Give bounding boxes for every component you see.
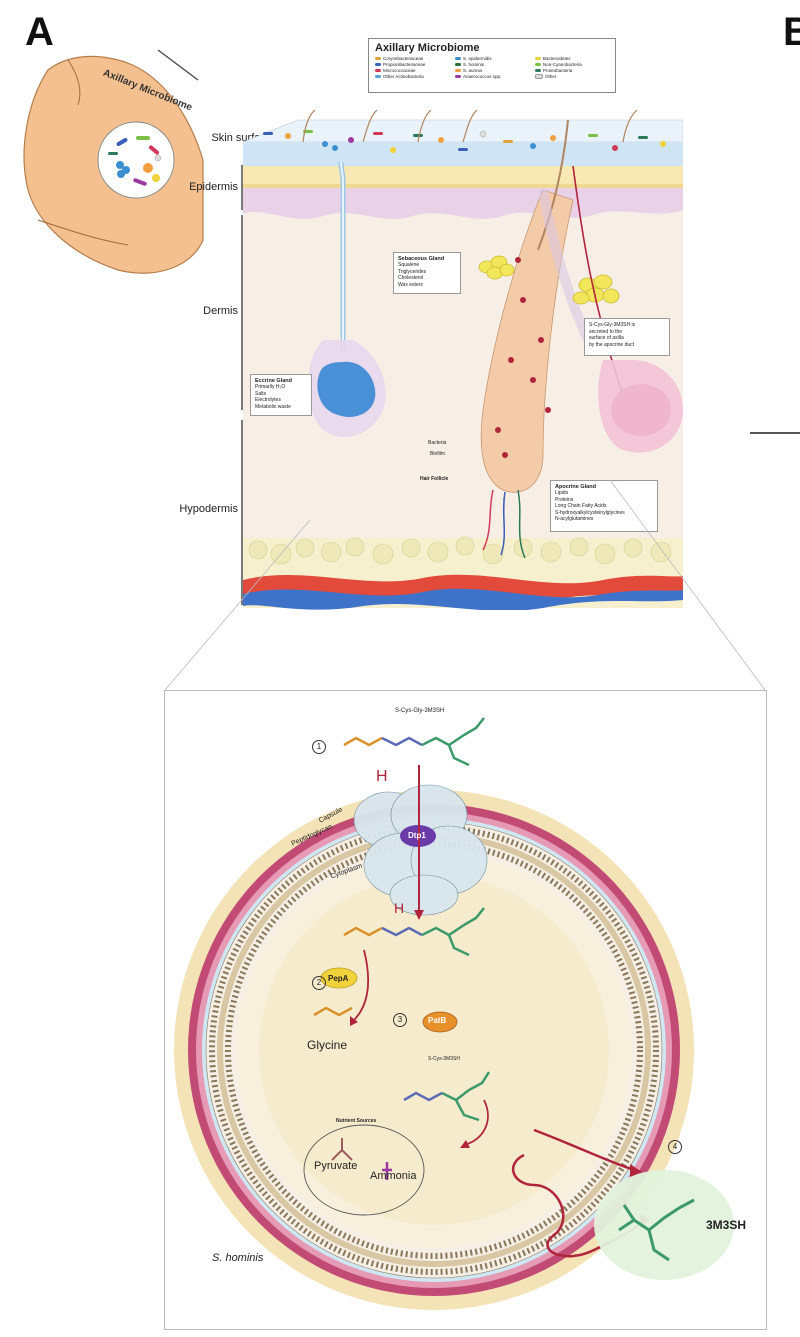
substrate-inner-label: S-Cys-3M3SH (428, 1056, 460, 1062)
skin-cross-section (243, 110, 683, 610)
transporter-label: Dtp1 (408, 831, 426, 840)
callout-title: Eccrine Gland (255, 378, 292, 384)
legend-swatch (455, 75, 461, 78)
legend-item: Anaerococcus spp. (455, 74, 529, 79)
legend-swatch (535, 69, 541, 72)
label-biofilm: Biofilm (430, 451, 446, 457)
callout-line: Electrolytes (255, 397, 281, 403)
legend-swatch (455, 69, 461, 72)
callout-line: Wax esters (398, 281, 423, 288)
legend-title: Axillary Microbiome (375, 42, 480, 54)
callout-line: Proteins (555, 496, 574, 503)
legend-swatch (455, 57, 461, 60)
cell-panel (164, 690, 767, 1330)
callout-eccrine-gland: Eccrine Gland Primarily H₂O Salts Electr… (250, 374, 312, 416)
panel-label-b: B (783, 10, 800, 54)
enzyme-patb-label: PatB (428, 1016, 447, 1025)
step-1-marker: 1 (312, 740, 326, 754)
step-4-marker: 4 (668, 1140, 682, 1154)
nutrient-sources-label: Nutrient Sources (336, 1118, 377, 1124)
legend-item: S. epidermidis (455, 56, 529, 61)
divider-stub (750, 432, 800, 434)
legend-item: Corynebacteriaceae (375, 56, 449, 61)
legend-swatch (375, 69, 381, 72)
callout-apocrine-gland: Apocrine Gland Lipids Proteins Long Chai… (550, 480, 658, 532)
legend: Axillary Microbiome Corynebacteriaceae S… (368, 38, 616, 93)
ammonia-label: Ammonia (370, 1170, 417, 1182)
label-epidermis: Epidermis (189, 181, 238, 193)
protons-outside: H (376, 768, 388, 785)
legend-item: Other Actinobacteria (375, 74, 449, 79)
legend-item: Non-Cyanobacteria (535, 62, 609, 67)
legend-item: Proteobacteria (535, 68, 609, 73)
legend-swatch (455, 63, 461, 66)
legend-item: Other (535, 74, 609, 79)
callout-title: Sebaceous Gland (398, 256, 445, 262)
callout-line: N-acylglutamines (555, 516, 594, 522)
legend-swatch (375, 75, 381, 78)
legend-swatch (375, 57, 381, 60)
label-hair-follicle: Hair Follicle (420, 476, 449, 482)
legend-item: S. hominis (455, 62, 529, 67)
label-dermis: Dermis (203, 305, 238, 317)
callout-line: surface of axilla (589, 335, 624, 341)
torso-armpit-illustration (23, 49, 204, 274)
legend-item: S. aureus (455, 68, 529, 73)
label-bacteria: Bacteria (428, 440, 447, 446)
panel-label-a: A (25, 10, 54, 54)
legend-swatch (375, 63, 381, 66)
callout-title: Apocrine Gland (555, 484, 596, 490)
pyruvate-label: Pyruvate (314, 1160, 358, 1172)
organism-label: S. hominis (212, 1252, 264, 1264)
callout-line: Long Chain Fatty Acids (555, 503, 607, 509)
callout-line: secreted to the (589, 328, 623, 335)
step-3-marker: 3 (393, 1013, 407, 1027)
legend-swatch (535, 57, 541, 60)
step-2-marker: 2 (312, 976, 326, 990)
callout-line: Triglycerides (398, 268, 427, 275)
callout-sebaceous-gland: Sebaceous Gland Squalene Triglycerides C… (393, 252, 461, 294)
callout-secretion-note: S-Cys-Gly-3M3SH is secreted to the surfa… (584, 318, 670, 356)
callout-line: S-hydroxyalkylcysteinylglycines (555, 509, 625, 516)
enzyme-pepa-label: PepA (328, 974, 349, 983)
substrate-label: S-Cys-Gly-3M3SH (395, 708, 445, 714)
cell-diagram (174, 717, 734, 1310)
callout-line: Metabolic waste (255, 403, 291, 410)
legend-swatch (535, 63, 541, 66)
label-hypodermis: Hypodermis (179, 503, 238, 515)
protons-inside: H (394, 900, 405, 916)
callout-line: Cholesterol (398, 275, 424, 281)
callout-line: S-Cys-Gly-3M3SH is (589, 322, 636, 328)
product-label: 3M3SH (706, 1218, 747, 1232)
legend-item: Bacteroidetes (535, 56, 609, 61)
callout-line: Salts (255, 390, 267, 397)
callout-line: Primarily H₂O (255, 384, 286, 390)
glycine-label: Glycine (307, 1038, 348, 1052)
zoom-lines (164, 480, 766, 691)
callout-line: by the apocrine duct (589, 341, 635, 348)
callout-line: Lipids (555, 490, 569, 496)
legend-item: Propionibacteriaceae (375, 62, 449, 67)
legend-swatch (535, 74, 543, 79)
legend-item: Micrococcaceae (375, 68, 449, 73)
callout-line: Squalene (398, 262, 420, 268)
